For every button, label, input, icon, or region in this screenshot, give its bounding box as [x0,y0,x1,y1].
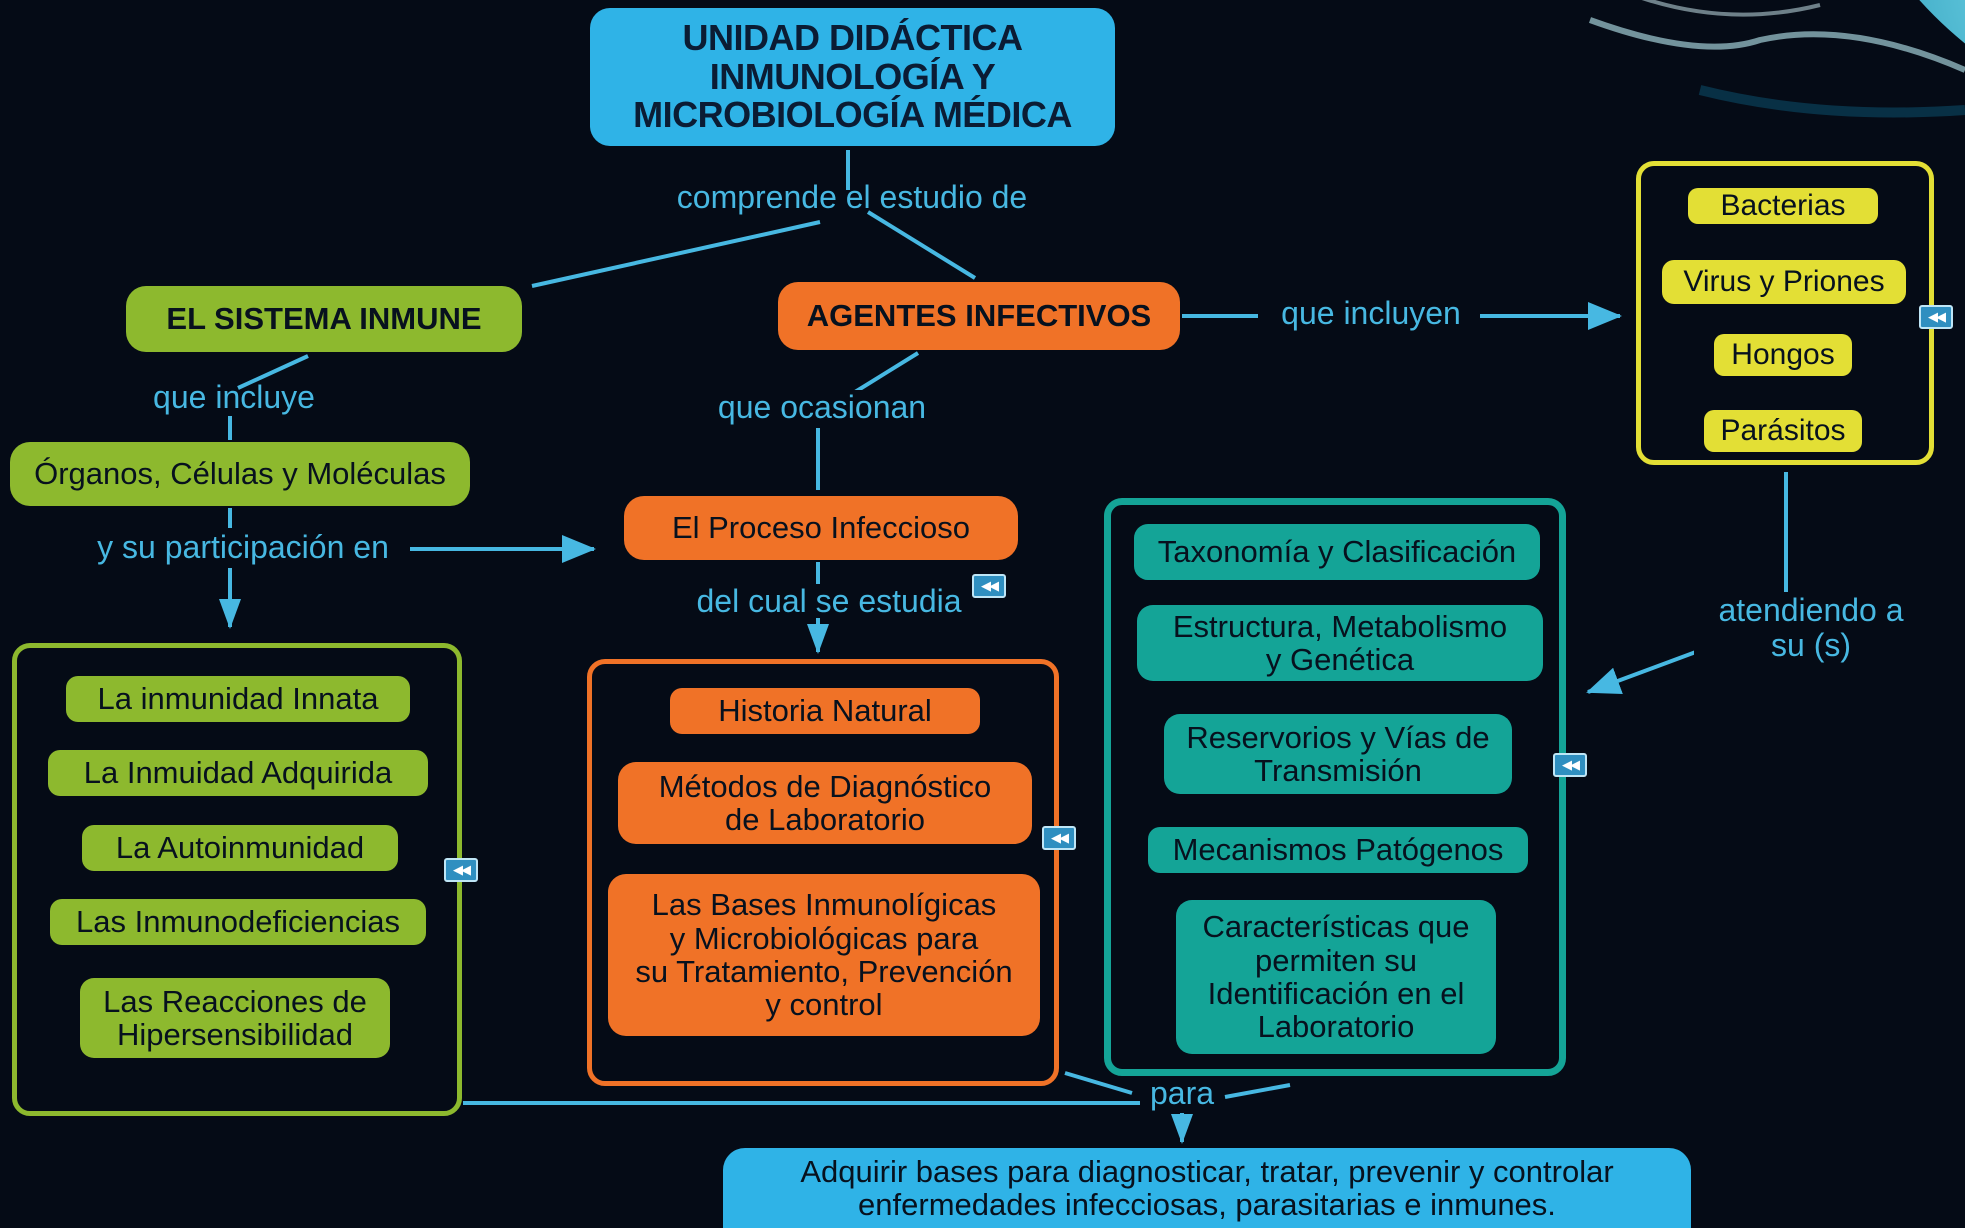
proceso-item[interactable]: Las Bases Inmunolígicas y Microbiológica… [608,874,1040,1036]
estudio-item[interactable]: Reservorios y Vías de Transmisión [1164,714,1512,794]
link-que-incluyen: que incluyen [1262,295,1480,332]
agente-item[interactable]: Bacterias [1688,188,1878,224]
agente-item[interactable]: Virus y Priones [1662,260,1906,304]
collapse-arrows-icon[interactable]: ◀◀ [444,858,478,882]
main-title: UNIDAD DIDÁCTICA INMUNOLOGÍA Y MICROBIOL… [590,8,1115,146]
agentes-infectivos-node[interactable]: AGENTES INFECTIVOS [778,282,1180,350]
inmune-item[interactable]: La Inmuidad Adquirida [48,750,428,796]
inmune-item[interactable]: La inmunidad Innata [66,676,410,722]
inmune-item[interactable]: La Autoinmunidad [82,825,398,871]
estudio-item[interactable]: Mecanismos Patógenos [1148,827,1528,873]
collapse-arrows-icon[interactable]: ◀◀ [1553,753,1587,777]
inmune-item[interactable]: Las Inmunodeficiencias [50,899,426,945]
proceso-item[interactable]: Métodos de Diagnóstico de Laboratorio [618,762,1032,844]
estudio-item[interactable]: Estructura, Metabolismo y Genética [1137,605,1543,681]
estudio-group-frame [1104,498,1566,1076]
agente-item[interactable]: Parásitos [1704,410,1862,452]
link-para: para [1140,1075,1224,1112]
collapse-arrows-icon[interactable]: ◀◀ [1042,826,1076,850]
estudio-item[interactable]: Taxonomía y Clasificación [1134,524,1540,580]
proceso-group-frame [587,659,1059,1086]
agente-item[interactable]: Hongos [1714,334,1852,376]
collapse-arrows-icon[interactable]: ◀◀ [972,574,1006,598]
link-atendiendo: atendiendo a su (s) [1694,592,1928,664]
link-comprende: comprende el estudio de [676,179,1028,215]
resultado-node[interactable]: Adquirir bases para diagnosticar, tratar… [723,1148,1691,1228]
sistema-inmune-node[interactable]: EL SISTEMA INMUNE [126,286,522,352]
estudio-item[interactable]: Características que permiten su Identifi… [1176,900,1496,1054]
proceso-infeccioso-node[interactable]: El Proceso Infeccioso [624,496,1018,560]
proceso-item[interactable]: Historia Natural [670,688,980,734]
collapse-arrows-icon[interactable]: ◀◀ [1919,305,1953,329]
inmune-item[interactable]: Las Reacciones de Hipersensibilidad [80,978,390,1058]
link-del-cual: del cual se estudia [696,583,962,619]
link-que-incluye: que incluye [153,379,315,415]
link-participacion: y su participación en [76,529,410,566]
organos-node[interactable]: Órganos, Células y Moléculas [10,442,470,506]
link-que-ocasionan: que ocasionan [700,389,944,426]
